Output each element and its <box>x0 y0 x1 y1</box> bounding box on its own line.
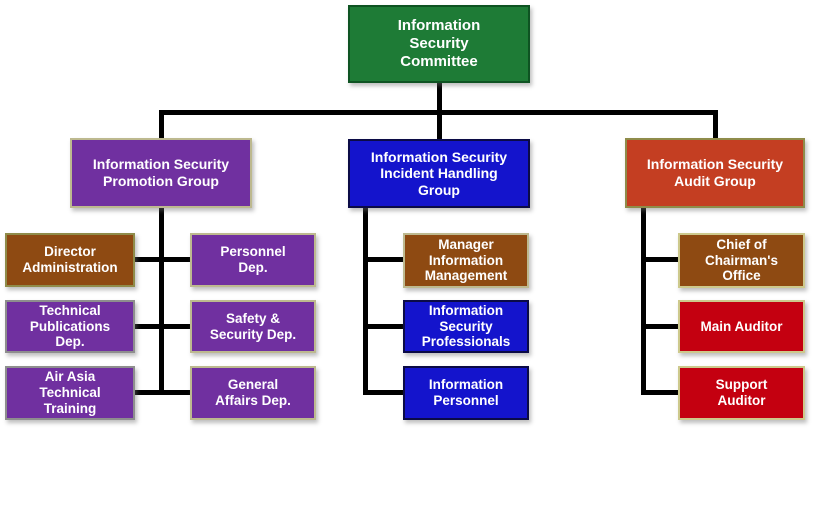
node-information-security-professionals: Information Security Professionals <box>403 300 529 353</box>
connector-audit-stub-3 <box>641 390 681 395</box>
connector-promotion-drop <box>159 110 164 140</box>
connector-promotion-stub-1 <box>133 257 193 262</box>
connector-promotion-stub-3 <box>133 390 193 395</box>
connector-incident-stub-2 <box>363 324 406 329</box>
node-chief-of-chairmans-office: Chief of Chairman's Office <box>678 233 805 288</box>
connector-audit-stub-1 <box>641 257 681 262</box>
node-incident-handling-group: Information Security Incident Handling G… <box>348 139 530 208</box>
node-safety-security-dep: Safety & Security Dep. <box>190 300 316 353</box>
node-personnel-dep: Personnel Dep. <box>190 233 316 287</box>
node-manager-information-management: Manager Information Management <box>403 233 529 288</box>
node-air-asia-technical-training: Air Asia Technical Training <box>5 366 135 420</box>
connector-promotion-stub-2 <box>133 324 193 329</box>
connector-promotion-trunk <box>159 208 164 395</box>
node-information-personnel: Information Personnel <box>403 366 529 420</box>
node-director-administration: Director Administration <box>5 233 135 287</box>
node-information-security-committee: Information Security Committee <box>348 5 530 83</box>
node-promotion-group: Information Security Promotion Group <box>70 138 252 208</box>
connector-audit-drop <box>713 110 718 140</box>
connector-audit-stub-2 <box>641 324 681 329</box>
node-technical-publications-dep: Technical Publications Dep. <box>5 300 135 353</box>
connector-incident-drop <box>437 110 442 141</box>
connector-incident-stub-3 <box>363 390 406 395</box>
connector-root-drop <box>437 82 442 115</box>
node-general-affairs-dep: General Affairs Dep. <box>190 366 316 420</box>
connector-incident-stub-1 <box>363 257 406 262</box>
node-support-auditor: Support Auditor <box>678 366 805 420</box>
node-audit-group: Information Security Audit Group <box>625 138 805 208</box>
connector-incident-trunk <box>363 208 368 395</box>
connector-audit-trunk <box>641 208 646 395</box>
node-main-auditor: Main Auditor <box>678 300 805 353</box>
